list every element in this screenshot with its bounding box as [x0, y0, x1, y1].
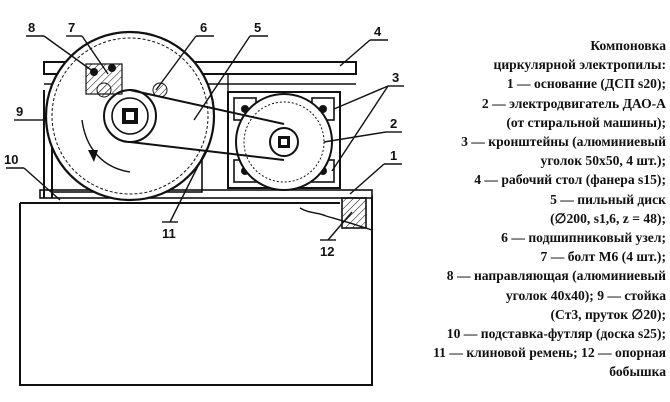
legend-line: уголок 50х50, 4 шт.);: [540, 153, 666, 169]
callout-9: 9: [16, 104, 23, 119]
legend-line: 7 — болт М6 (4 шт.);: [540, 249, 666, 265]
callout-3: 3: [392, 70, 399, 85]
support-boss: [341, 197, 367, 229]
legend-line: 6 — подшипниковый узел;: [501, 230, 666, 246]
electric-motor: [235, 93, 333, 191]
base-board: [39, 189, 373, 199]
callout-2: 2: [390, 116, 397, 131]
legend-line: бобышка: [609, 364, 666, 380]
legend-line: уголок 40х40); 9 — стойка: [505, 287, 666, 303]
stand-case: [19, 195, 373, 386]
callout-10: 10: [4, 152, 18, 167]
legend-line: 3 — кронштейны (алюминиевый: [461, 134, 666, 150]
leader-lines: [6, 35, 404, 241]
guide-angle: [85, 63, 123, 95]
callout-6: 6: [200, 20, 207, 35]
v-belt: [129, 89, 285, 161]
legend-title-line2: циркулярной электропилы:: [493, 57, 666, 73]
legend-line: 4 — рабочий стол (фанера s15);: [474, 172, 666, 188]
legend-line: (∅200, s1,6, z = 48);: [550, 210, 666, 226]
legend-line: (от стиральной машины);: [506, 114, 666, 130]
callout-12: 12: [320, 244, 334, 259]
callout-1: 1: [390, 148, 397, 163]
legend-line: 5 — пильный диск: [550, 191, 666, 207]
callout-4: 4: [374, 24, 382, 39]
legend-line: (Ст3, пруток ∅20);: [550, 306, 666, 322]
legend-line: 1 — основание (ДСП s20);: [506, 76, 666, 92]
callout-8: 8: [28, 20, 35, 35]
callout-5: 5: [254, 20, 261, 35]
callout-11: 11: [162, 226, 176, 241]
legend-title-line1: Компоновка: [590, 38, 666, 53]
legend: Компоновка циркулярной электропилы: 1 — …: [430, 36, 666, 382]
legend-line: 2 — электродвигатель ДАО-А: [481, 95, 666, 111]
legend-line: 11 — клиновой ремень; 12 — опорная: [433, 345, 666, 361]
callout-7: 7: [68, 20, 75, 35]
legend-line: 10 — подставка-футляр (доска s25);: [446, 326, 666, 342]
legend-line: 8 — направляющая (алюминиевый: [446, 268, 666, 284]
